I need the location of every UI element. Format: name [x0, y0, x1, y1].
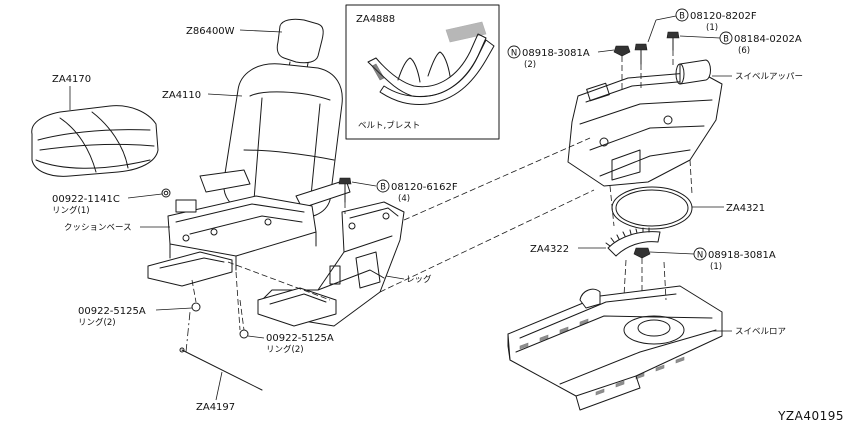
bolt-0202a-callout: B 08184-0202A (6)	[719, 31, 802, 56]
bolt-6162f-label: 08120-6162F	[391, 182, 458, 193]
ring-1141c-label: 00922-1141C	[52, 194, 120, 205]
nut-3081a-low-label: 08918-3081A	[708, 250, 776, 261]
rod-label: ZA4197	[196, 402, 235, 413]
ring-1141c-sub: リング(1)	[52, 205, 90, 216]
catalog-code: YZA40195	[777, 409, 844, 423]
bolt-0202a-label: 08184-0202A	[734, 34, 802, 45]
seat-back-drawing	[199, 63, 351, 219]
nut-3081a-low-qty: (1)	[710, 262, 722, 272]
headrest-label: Z86400W	[186, 26, 235, 37]
nut-3081a-top-icon	[613, 45, 631, 57]
belt-strap-drawing	[367, 21, 495, 105]
ring-5125a-center-label: 00922-5125A	[266, 333, 334, 344]
bolt-6162f-symbol: B	[380, 183, 386, 193]
assembly-guide-lines	[227, 137, 693, 331]
ring-5125a-left-sub: リング(2)	[78, 317, 116, 328]
nut-3081a-top-label: 08918-3081A	[522, 48, 590, 59]
ring-5125a-left-icon	[191, 302, 201, 312]
bolt-0202a-icon	[666, 31, 680, 51]
ring-1141c-icon	[161, 188, 171, 198]
bolt-8202f-qty: (1)	[706, 23, 718, 33]
nut-3081a-low-symbol: N	[697, 251, 703, 261]
bolt-0202a-symbol: B	[723, 35, 729, 45]
leg-label: レッグ	[406, 274, 432, 285]
bolt-8202f-icon	[634, 43, 648, 65]
nut-3081a-top-qty: (2)	[524, 60, 536, 70]
cushion-pad-label: ZA4170	[52, 74, 91, 85]
bolt-8202f-callout: B 08120-8202F (1)	[675, 8, 757, 33]
seat-back-label: ZA4110	[162, 90, 201, 101]
belt-inset-box: ZA4888 ベルト,ブレスト	[345, 4, 500, 140]
cushion-base-drawing	[147, 195, 317, 287]
bolt-6162f-qty: (4)	[398, 194, 410, 204]
cushion-pad-drawing	[31, 105, 159, 177]
bolt-8202f-symbol: B	[679, 12, 685, 22]
bolt-0202a-qty: (6)	[738, 46, 750, 56]
swivel-lower-label: スイベルロア	[735, 327, 786, 337]
swivel-upper-label: スイベルアッパー	[735, 72, 803, 82]
nut-3081a-low-callout: N 08918-3081A (1)	[693, 247, 776, 272]
ring-5125a-center-icon	[239, 329, 249, 339]
ring-plate-label: ZA4321	[726, 203, 765, 214]
bolt-8202f-label: 08120-8202F	[690, 11, 757, 22]
nut-3081a-top-symbol: N	[511, 49, 517, 59]
gear-segment-drawing	[605, 227, 661, 257]
leg-drawing	[257, 201, 405, 327]
swivel-lower-drawing	[507, 285, 723, 411]
ring-5125a-center-sub: リング(2)	[266, 344, 304, 355]
rod-drawing	[179, 347, 263, 391]
nut-3081a-top-callout: N 08918-3081A (2)	[507, 45, 590, 70]
nut-3081a-low-icon	[633, 247, 651, 259]
ring-5125a-left-label: 00922-5125A	[78, 306, 146, 317]
bolt-6162f-icon	[338, 177, 352, 203]
cushion-base-label: クッションベース	[64, 223, 132, 233]
ring-plate-drawing	[611, 186, 693, 230]
belt-caption: ベルト,ブレスト	[358, 120, 420, 131]
swivel-upper-drawing	[567, 59, 723, 187]
gear-segment-label: ZA4322	[530, 244, 569, 255]
bolt-6162f-callout: B 08120-6162F (4)	[376, 179, 458, 204]
belt-inset-label: ZA4888	[356, 14, 395, 25]
